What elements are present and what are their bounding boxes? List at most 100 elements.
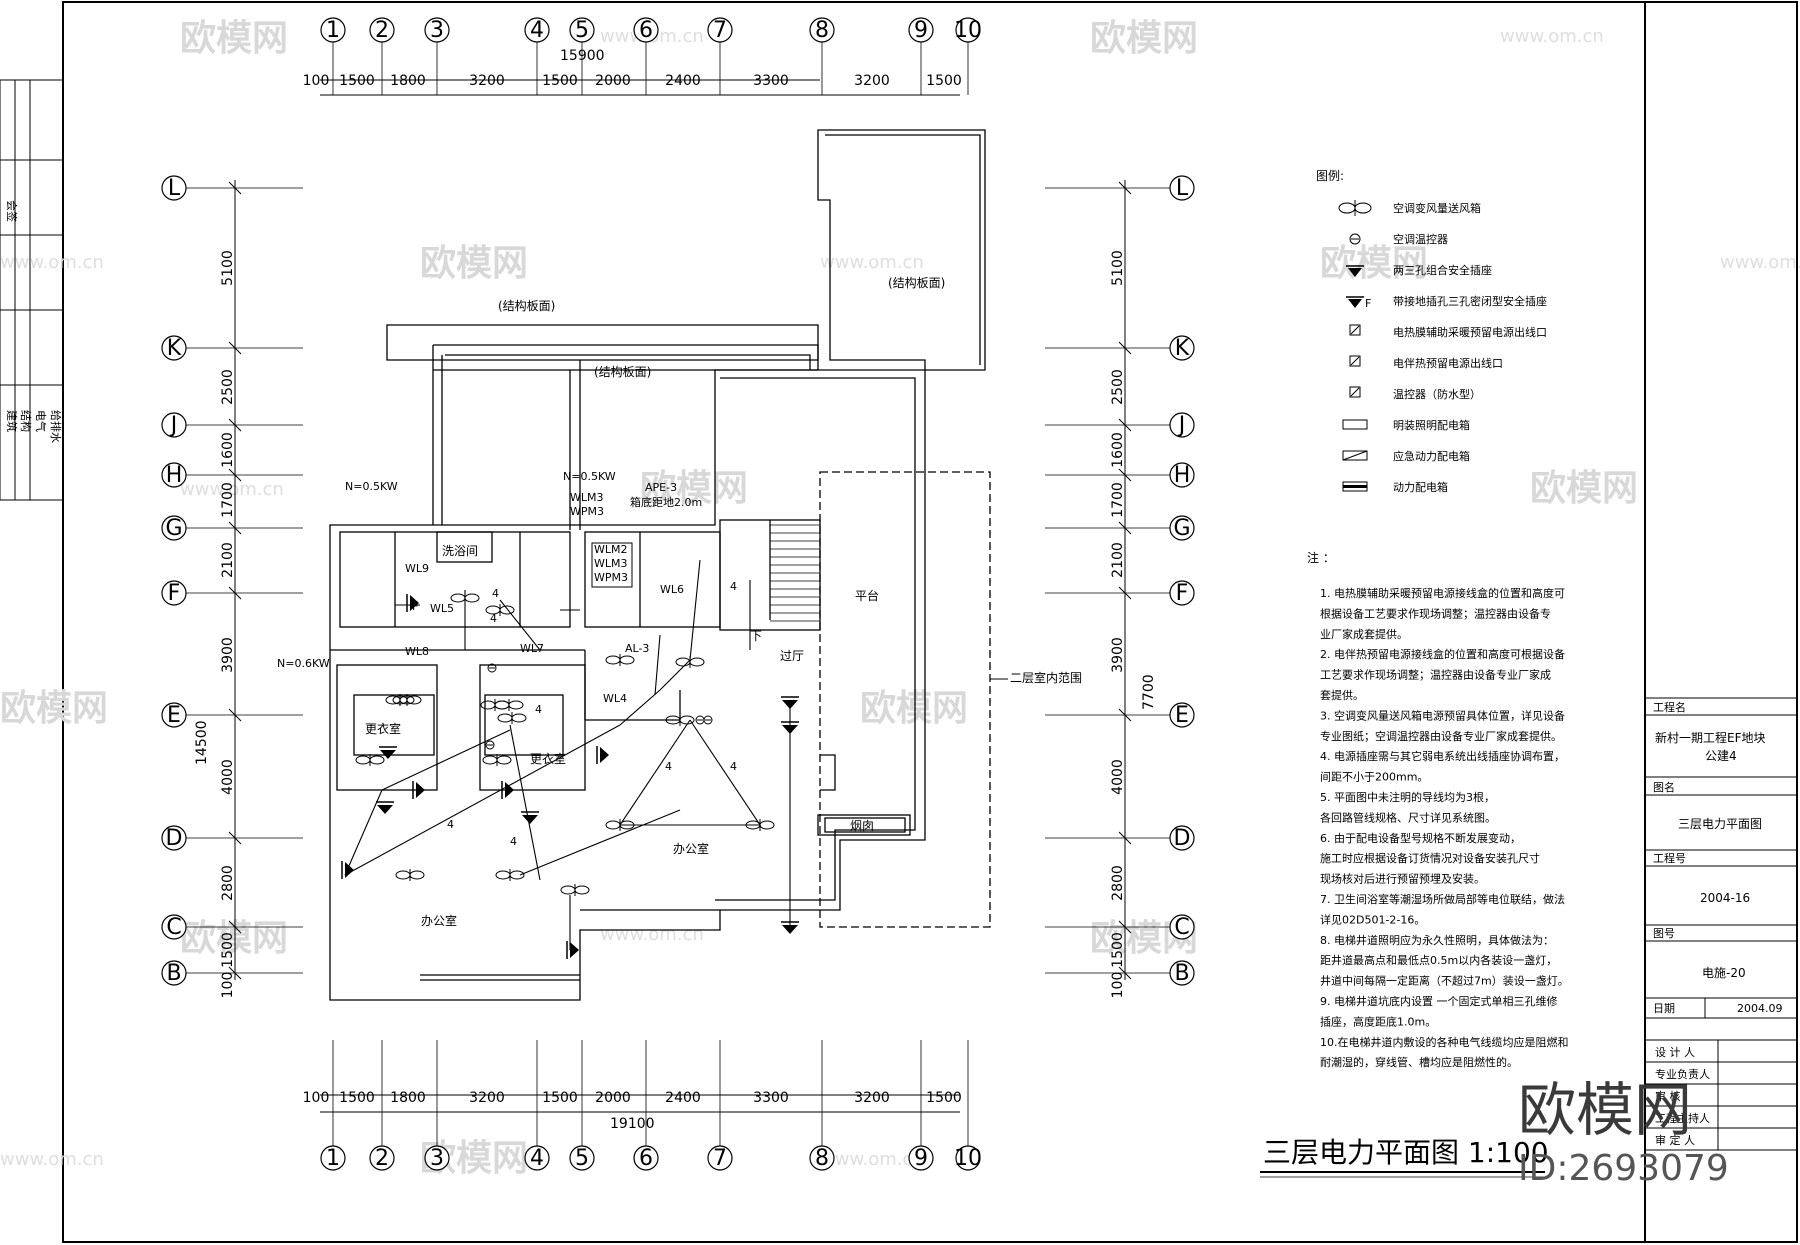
note-line: 距井道最高点和最低点0.5m以内各装设一盏灯， — [1320, 953, 1557, 967]
axis-bubble-right: F — [1169, 580, 1195, 606]
axis-bubble-right: H — [1169, 462, 1195, 488]
tb-project-no: 2004-16 — [1700, 891, 1750, 905]
axis-bubble-top-label: 3 — [430, 18, 444, 43]
socket-icon — [781, 696, 799, 709]
axis-bubble-bottom-label: 9 — [914, 1146, 928, 1171]
tb-project-name: 新村一期工程EF地块 — [1655, 730, 1766, 745]
watermark-brand: 欧模网 — [1530, 468, 1638, 509]
dim-label-bottom: 3200 — [854, 1090, 890, 1106]
axis-bubble-bottom-label: 6 — [639, 1146, 653, 1171]
fan-coil-icon — [450, 592, 480, 604]
socket-icon — [412, 781, 425, 799]
socket-icon — [1346, 265, 1364, 277]
flue-box — [817, 814, 911, 836]
circuit-label: WL4 — [603, 692, 627, 705]
room-label: (结构板面) — [594, 364, 651, 379]
dim-label-bottom: 100 — [303, 1090, 330, 1106]
axis-bubble-right: L — [1169, 175, 1195, 201]
dim-tick — [1118, 521, 1132, 535]
legend-item: 动力配电箱 — [1342, 480, 1448, 494]
socket-icon — [501, 781, 514, 799]
plan-symbols — [341, 592, 799, 959]
locker-room-outline — [336, 664, 438, 791]
note-line: 8. 电梯井道照明应为永久性照明，具体做法为： — [1320, 933, 1554, 947]
dim-label-bottom: 2000 — [595, 1090, 631, 1106]
watermark-url: www.om.cn — [180, 479, 284, 500]
fan-coil-icon — [494, 699, 524, 711]
tb-chief-label: 工程主持人 — [1655, 1111, 1710, 1125]
axis-bubble-right-label: G — [1173, 516, 1190, 541]
note-line: 3. 空调变风量送风箱电源预留具体位置，详见设备 — [1320, 708, 1565, 722]
axis-bubble-top-label: 2 — [375, 18, 389, 43]
svg-text:F: F — [1365, 297, 1371, 310]
thermostat-icon — [1349, 233, 1361, 245]
room-label: (结构板面) — [888, 275, 945, 290]
dim-label-bottom: 3200 — [469, 1090, 505, 1106]
tb-project-no-label: 工程号 — [1653, 852, 1686, 865]
circuit-label: AL-3 — [625, 642, 649, 655]
fan-coil-icon — [495, 869, 525, 881]
watermark-brand: 欧模网 — [0, 688, 108, 729]
dim-label-left: 100 — [220, 972, 236, 999]
socket-icon — [566, 941, 579, 959]
dim-label-top: 3200 — [469, 73, 505, 89]
note-line: 6. 由于配电设备型号规格不断发展变动， — [1320, 831, 1521, 845]
dim-label-right: 1600 — [1110, 432, 1126, 468]
note-line: 各回路管线规格、尺寸详见系统图。 — [1320, 810, 1496, 824]
legend-label: 空调变风量送风箱 — [1393, 201, 1481, 215]
axis-bubble-bottom: 1 — [320, 1145, 346, 1171]
dim-partial-right: 7700 — [1141, 674, 1157, 710]
outlet-r-icon — [1349, 355, 1361, 367]
circuit-labels: WL9 WL5 WL8 WL7 WL6 WL4 AL-3 WLM3 WPM3 W… — [405, 481, 702, 705]
tb-approver-label: 审 定 人 — [1655, 1133, 1695, 1147]
structural-slab-outline — [433, 344, 819, 371]
watermark-url: www.om.cn — [1720, 252, 1800, 273]
legend-label: 空调温控器 — [1393, 232, 1448, 246]
socket-mark: F — [412, 600, 418, 613]
sign-strip-label: 会签 — [5, 200, 19, 222]
fan-coil-icon — [355, 754, 385, 766]
wire-count: 4 — [535, 703, 542, 716]
thermostat-icon — [695, 715, 705, 725]
room-label: 过厅 — [780, 649, 804, 663]
socket-icon — [406, 594, 419, 612]
socket-icon — [521, 811, 539, 824]
axis-bubble-right: B — [1169, 960, 1195, 986]
room-label: 更衣室 — [365, 721, 401, 736]
axis-bubble-bottom-label: 7 — [713, 1146, 727, 1171]
legend-item: 应急动力配电箱 — [1342, 449, 1470, 463]
axis-bubble-bottom: 9 — [908, 1145, 934, 1171]
watermark-brand: 欧模网 — [420, 243, 528, 284]
dim-label-right: 2100 — [1110, 542, 1126, 578]
dim-label-bottom: 1800 — [390, 1090, 426, 1106]
axis-bubble-bottom: 7 — [707, 1145, 733, 1171]
fan-coil-icon — [605, 819, 635, 831]
axis-bubble-bottom: 6 — [633, 1145, 659, 1171]
dim-tick — [1118, 341, 1132, 355]
fan-coil-icon — [392, 694, 422, 706]
lighting-box-icon — [1342, 419, 1368, 430]
axis-bubble-bottom: 3 — [424, 1145, 450, 1171]
dim-label-bottom: 3300 — [753, 1090, 789, 1106]
note-line: 套提供。 — [1320, 688, 1364, 702]
axis-bubble-right: G — [1169, 515, 1195, 541]
dim-label-right: 3900 — [1110, 637, 1126, 673]
tb-project-name-label: 工程名 — [1653, 700, 1686, 714]
room-label: 烟囱 — [850, 819, 874, 833]
second-floor-range-outline — [819, 471, 991, 928]
sign-strip-discipline: 建筑 — [5, 410, 19, 432]
thermostat-icon — [485, 740, 495, 750]
watermark-url: www.om.cn — [820, 252, 924, 273]
dim-tick — [228, 920, 242, 934]
dim-tick — [1118, 966, 1132, 980]
tb-drawing-no: 电施-20 — [1702, 966, 1746, 980]
drawing-title: 三层电力平面图 1:100 — [1263, 1136, 1549, 1169]
axis-bubble-bottom: 5 — [569, 1145, 595, 1171]
axis-bubble-bottom: 8 — [809, 1145, 835, 1171]
dim-label-bottom: 1500 — [926, 1090, 962, 1106]
axis-bubble-top: 9 — [908, 17, 934, 43]
axis-bubble-right: E — [1169, 702, 1195, 728]
outlet-d-icon — [1349, 324, 1361, 336]
